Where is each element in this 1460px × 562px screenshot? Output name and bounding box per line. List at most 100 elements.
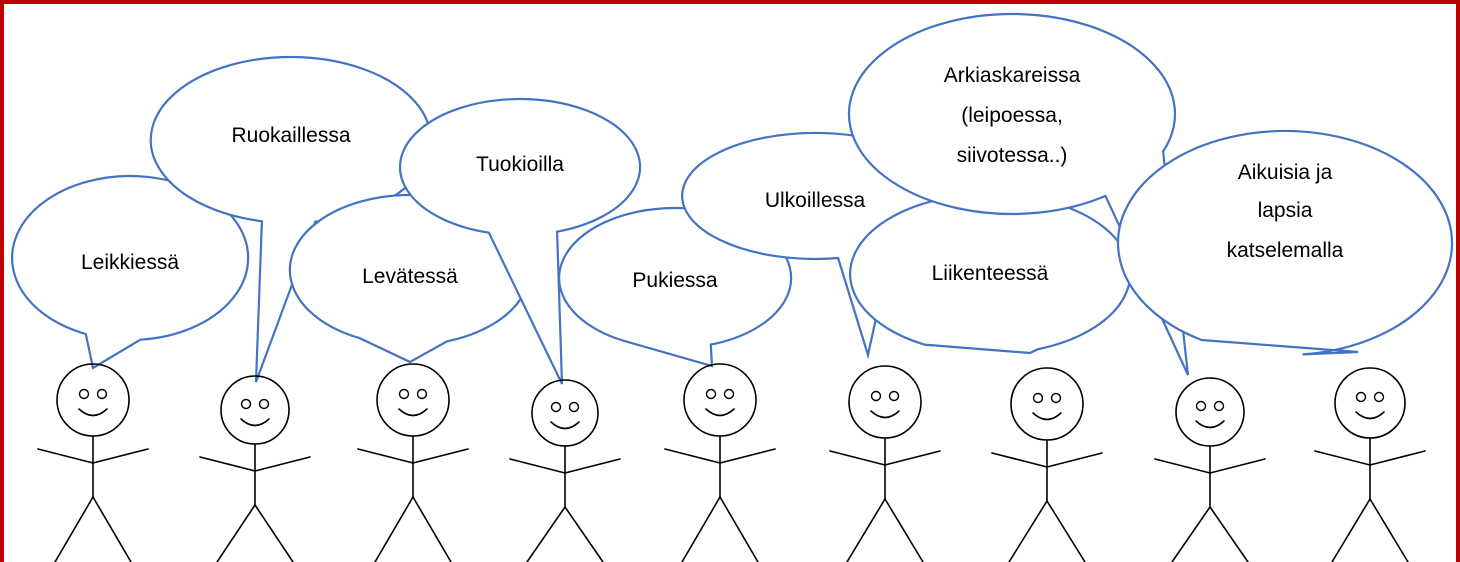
stick-figure-icon: [664, 363, 776, 562]
bubble-label: Levätessä: [362, 265, 458, 288]
right-eye: [1373, 391, 1385, 403]
right-eye: [568, 401, 580, 413]
head: [848, 365, 922, 439]
bubble-label: Aikuisia ja: [1238, 161, 1333, 184]
left-leg: [216, 504, 256, 562]
left-eye: [870, 390, 882, 402]
right-leg: [564, 506, 604, 562]
left-leg: [846, 498, 886, 562]
left-eye: [1032, 392, 1044, 404]
smile: [550, 421, 580, 430]
right-leg: [719, 496, 759, 562]
right-leg: [1046, 500, 1086, 562]
stick-figure-icon: [357, 363, 469, 562]
stick-figure-icon: [1314, 367, 1426, 562]
left-arm: [1154, 458, 1211, 474]
left-eye: [398, 388, 410, 400]
bubble-label: Leikkiessä: [81, 251, 179, 274]
smile: [240, 418, 270, 427]
right-arm: [254, 456, 311, 472]
left-leg: [374, 496, 414, 562]
right-leg: [884, 498, 924, 562]
speech-bubble-pukiessa: Pukiessa: [558, 206, 793, 368]
head: [220, 375, 290, 445]
speech-bubble-aikuisia-ja-lapsia: Aikuisia ja lapsia katselemalla: [1116, 129, 1454, 356]
left-leg: [1008, 500, 1048, 562]
right-arm: [92, 448, 149, 464]
stick-figure-icon: [509, 379, 621, 562]
right-arm: [719, 448, 776, 464]
smile: [78, 408, 108, 417]
stick-figure-icon: [37, 363, 149, 562]
left-arm: [664, 448, 721, 464]
right-arm: [884, 450, 941, 466]
right-arm: [564, 458, 621, 474]
right-leg: [254, 504, 294, 562]
left-arm: [991, 452, 1048, 468]
right-eye: [258, 398, 270, 410]
right-eye: [723, 388, 735, 400]
left-arm: [1314, 450, 1371, 466]
smile: [1032, 412, 1062, 421]
bubble-label: lapsia: [1258, 199, 1313, 222]
bubble-shape: [11, 174, 250, 370]
left-eye: [550, 401, 562, 413]
right-arm: [1209, 458, 1266, 474]
head: [1010, 367, 1084, 441]
head: [376, 363, 450, 437]
left-leg: [681, 496, 721, 562]
left-eye: [1355, 391, 1367, 403]
speech-bubble-liikenteessa: Liikenteessä: [849, 192, 1132, 355]
bubble-label: Ulkoillessa: [765, 189, 866, 212]
head: [683, 363, 757, 437]
bubble-label: Ruokaillessa: [231, 124, 350, 147]
left-arm: [199, 456, 256, 472]
bubble-label: Liikenteessä: [932, 262, 1049, 285]
bubble-label: Pukiessa: [632, 269, 718, 292]
bubble-label: (leipoessa,: [961, 104, 1063, 127]
left-leg: [1171, 506, 1211, 562]
left-leg: [1331, 498, 1371, 562]
bubble-label: Tuokioilla: [476, 153, 564, 176]
stick-figure-icon: [1154, 377, 1266, 562]
head: [531, 379, 599, 447]
head: [56, 363, 130, 437]
right-arm: [1046, 452, 1103, 468]
speech-bubble-tuokioilla: Tuokioilla: [398, 97, 642, 385]
right-leg: [1369, 498, 1409, 562]
left-eye: [1195, 400, 1207, 412]
bubble-label: katselemalla: [1227, 239, 1344, 262]
head: [1175, 377, 1245, 447]
smile: [1195, 420, 1225, 429]
right-eye: [416, 388, 428, 400]
left-leg: [54, 496, 94, 562]
stick-figure-icon: [991, 367, 1103, 562]
smile: [705, 408, 735, 417]
left-eye: [240, 398, 252, 410]
stick-figures: [37, 363, 1426, 562]
smile: [870, 410, 900, 419]
smile: [1355, 411, 1385, 420]
left-arm: [357, 448, 414, 464]
left-arm: [829, 450, 886, 466]
stick-figure-icon: [199, 375, 311, 562]
bubble-shape: [398, 97, 642, 385]
left-eye: [705, 388, 717, 400]
right-eye: [96, 388, 108, 400]
right-leg: [412, 496, 452, 562]
right-eye: [888, 390, 900, 402]
left-arm: [37, 448, 94, 464]
left-leg: [526, 506, 566, 562]
left-arm: [509, 458, 566, 474]
right-leg: [92, 496, 132, 562]
right-leg: [1209, 506, 1249, 562]
stick-figure-icon: [829, 365, 941, 562]
speech-bubble-arkiaskareissa: Arkiaskareissa(leipoessa,siivotessa..): [847, 12, 1190, 376]
head: [1334, 367, 1406, 439]
left-eye: [78, 388, 90, 400]
bubble-shape: [1116, 129, 1454, 356]
speech-bubble-leikkiessa: Leikkiessä: [11, 174, 250, 370]
right-eye: [1213, 400, 1225, 412]
